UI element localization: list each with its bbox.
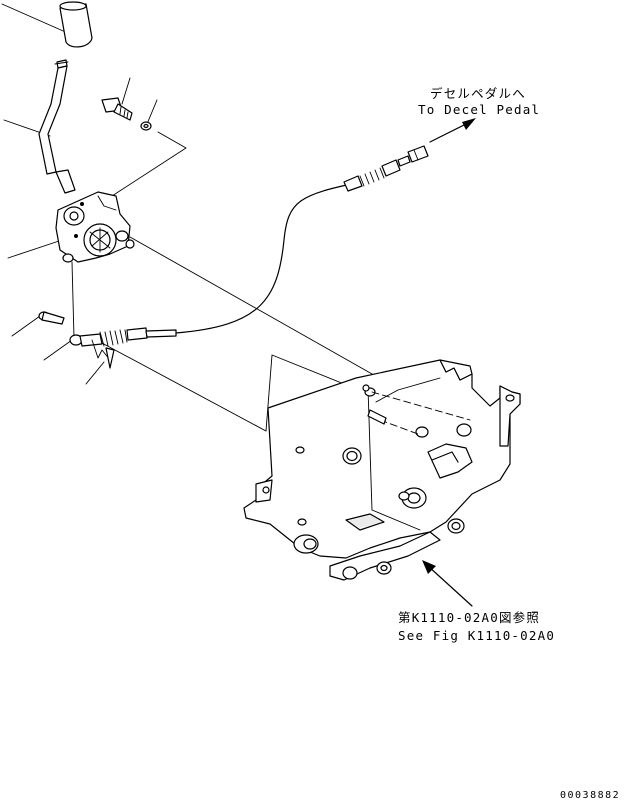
pin-lower: [38, 311, 65, 325]
leader-lines: [1, 3, 158, 385]
cable-end-pedal: [343, 145, 429, 192]
lever-rod: [38, 59, 76, 194]
callout-see-fig-en: See Fig K1110-02A0: [398, 628, 555, 643]
callout-decel-pedal-jp: デセルペダルへ: [430, 86, 526, 101]
bolt-upper: [101, 97, 133, 121]
callout-see-fig-jp: 第K1110-02A0図参照: [398, 610, 540, 625]
lever-knob: [59, 1, 93, 48]
pedal-bracket: [243, 359, 521, 581]
arrow-see-fig: [422, 560, 473, 607]
drawing-number: 00038882: [560, 790, 620, 801]
callout-decel-pedal-en: To Decel Pedal: [418, 102, 540, 117]
washer-upper: [140, 121, 152, 131]
lever-bracket: [55, 191, 135, 263]
cable-line: [175, 181, 361, 334]
arrow-to-decel-pedal: [429, 118, 476, 143]
cable-end-lever: [69, 327, 177, 369]
